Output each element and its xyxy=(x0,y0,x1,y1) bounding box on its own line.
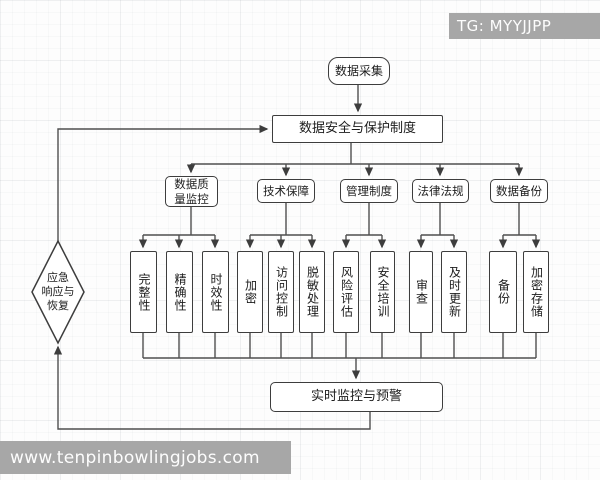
node-emergency-response-diamond: 应急 响应与 恢复 xyxy=(41,270,75,313)
node-branch-management-system: 管理制度 xyxy=(340,179,398,203)
node-branch-data-backup: 数据备份 xyxy=(490,179,548,203)
node-leaf-encrypted-storage: 加密存储 xyxy=(523,251,549,333)
node-leaf-accuracy: 精确性 xyxy=(166,251,193,333)
node-leaf-backup: 备份 xyxy=(489,251,517,333)
node-data-collection: 数据采集 xyxy=(328,57,390,85)
node-leaf-review: 审查 xyxy=(409,251,433,333)
node-leaf-security-training: 安全培训 xyxy=(370,251,395,333)
node-leaf-access-control: 访问控制 xyxy=(268,251,294,333)
node-leaf-integrity: 完整性 xyxy=(130,251,157,333)
node-branch-technical-support: 技术保障 xyxy=(257,179,315,203)
node-security-policy: 数据安全与保护制度 xyxy=(272,115,443,143)
node-leaf-timely-update: 及时更新 xyxy=(441,251,467,333)
tg-watermark-badge: TG: MYYJJPP xyxy=(449,13,600,39)
node-leaf-encryption: 加密 xyxy=(237,251,263,333)
node-branch-laws-regulations: 法律法规 xyxy=(412,179,469,203)
node-leaf-data-masking: 脱敏处理 xyxy=(299,251,325,333)
node-branch-quality-monitoring: 数据质 量监控 xyxy=(165,176,218,207)
node-leaf-risk-assessment: 风险评估 xyxy=(333,251,359,333)
url-watermark-bar: www.tenpinbowlingjobs.com xyxy=(0,441,291,474)
node-realtime-monitoring: 实时监控与预警 xyxy=(270,382,443,412)
node-leaf-timeliness: 时效性 xyxy=(202,251,229,333)
